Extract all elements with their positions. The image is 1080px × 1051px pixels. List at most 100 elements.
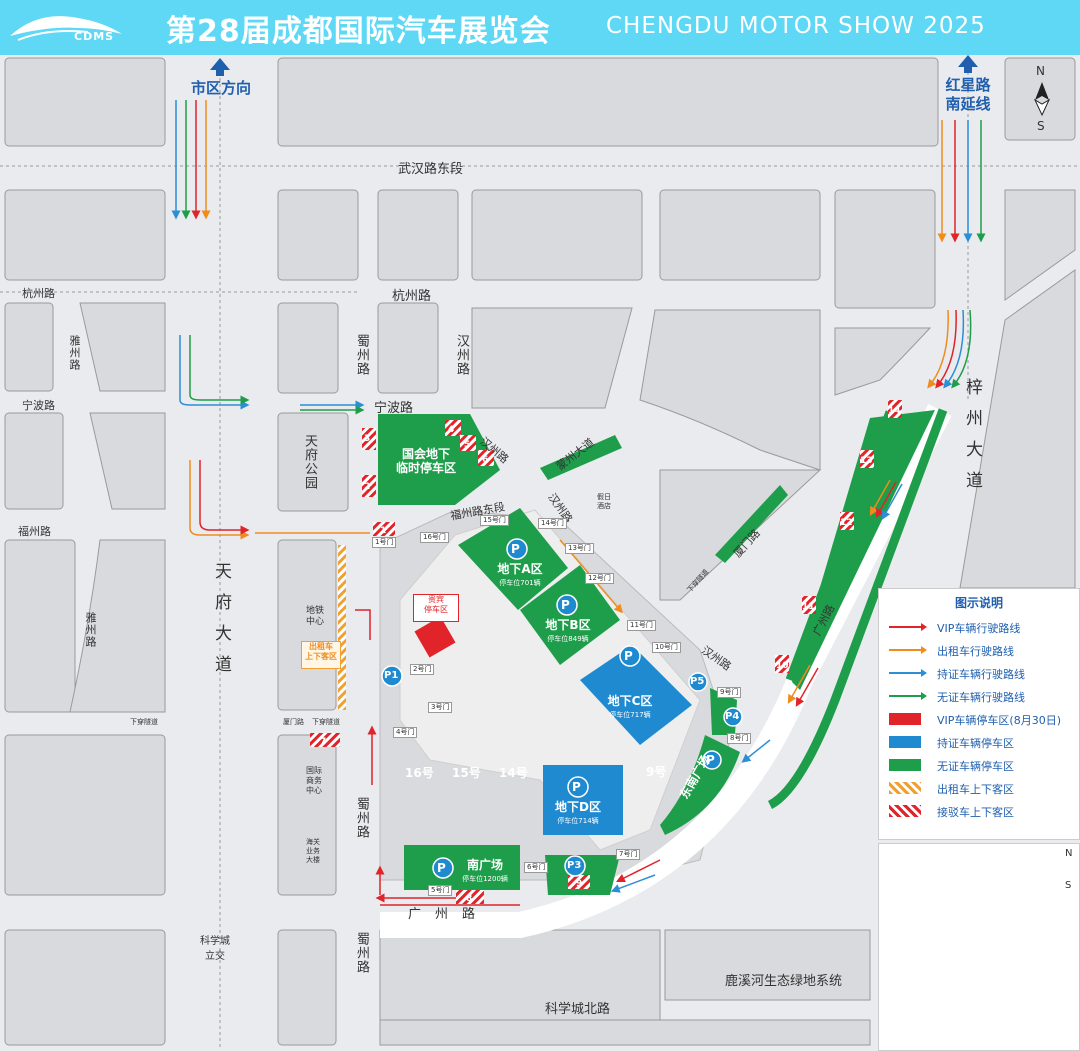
gate-2[interactable]: 2号门 — [410, 664, 435, 675]
gate-6[interactable]: 6号门 — [524, 862, 549, 873]
road-kexuecheng-north: 科学城北路 — [545, 1002, 611, 1017]
city-blocks — [4, 57, 1076, 1046]
p-a: P — [511, 542, 520, 556]
hall-14: 14号 — [499, 766, 528, 780]
tianfu-park-label: 天府公园 — [302, 434, 317, 490]
road-centerlines — [0, 60, 1080, 1049]
hongxing-direction-arrow — [958, 55, 978, 73]
minimap-compass-n: N — [1065, 848, 1073, 859]
road-hangzhou-mid: 杭州路 — [392, 289, 432, 304]
legend-swatch — [889, 669, 927, 677]
p-d: P — [572, 780, 581, 794]
shuttle-7: 7 — [320, 737, 327, 747]
minimap-compass-s: S — [1065, 880, 1072, 891]
gate-16[interactable]: 16号门 — [420, 532, 449, 543]
header-banner: CDMS 第28届成都国际汽车展览会 CHENGDU MOTOR SHOW 20… — [0, 0, 1080, 55]
compass-n: N — [1036, 64, 1045, 78]
gate-3[interactable]: 3号门 — [428, 702, 453, 713]
road-hangzhou-left: 杭州路 — [22, 287, 55, 300]
gate-4[interactable]: 4号门 — [393, 727, 418, 738]
parking-zone-d: 地下D区停车位714辆 — [548, 800, 608, 828]
shuttle-1: 1 — [380, 526, 387, 536]
legend-label: VIP车辆停车区(8月30日) — [937, 714, 1061, 727]
cdms-logo — [10, 16, 122, 41]
p-c: P — [624, 649, 633, 663]
location-minimap: N S — [878, 843, 1080, 1051]
gate-11[interactable]: 11号门 — [627, 620, 656, 631]
road-guangzhou-bottom: 广州路 — [408, 907, 490, 922]
legend-label: 出租车上下客区 — [937, 783, 1014, 796]
parking-b-cap: 停车位849辆 — [547, 635, 589, 643]
hall-15: 15号 — [452, 766, 481, 780]
gate-10[interactable]: 10号门 — [652, 642, 681, 653]
legend-label: VIP车辆行驶路线 — [937, 622, 1021, 635]
underpass-left: 下穿隧道 — [130, 718, 158, 726]
p5-label: P5 — [690, 676, 705, 687]
shuttle-3: 3 — [364, 434, 371, 444]
legend-swatch — [889, 646, 927, 654]
p3-label: P3 — [567, 860, 582, 871]
gate-8[interactable]: 8号门 — [727, 733, 752, 744]
hotel-label: 假日 酒店 — [597, 493, 611, 510]
p-south: P — [437, 861, 446, 875]
gate-1[interactable]: 1号门 — [372, 537, 397, 548]
parking-a-cap: 停车位701辆 — [499, 579, 541, 587]
shuttle-5: 5 — [464, 440, 471, 450]
logo-text: CDMS — [74, 30, 115, 43]
gate-9[interactable]: 9号门 — [717, 687, 742, 698]
p-b: P — [561, 598, 570, 612]
shuttle-11: 11 — [802, 602, 815, 612]
road-ningbo-mid: 宁波路 — [374, 401, 414, 416]
parking-d-cap: 停车位714辆 — [557, 817, 599, 825]
shuttle-9: 9 — [576, 879, 583, 889]
temp-parking-label: 国会地下 临时停车区 — [395, 447, 456, 475]
shuttle-8: 8 — [466, 894, 473, 904]
legend-swatch — [889, 805, 921, 817]
city-direction-arrow — [210, 58, 230, 76]
city-direction-label: 市区方向 — [190, 79, 251, 97]
gate-14[interactable]: 14号门 — [538, 518, 567, 529]
page-title: 第28届成都国际汽车展览会 — [166, 14, 551, 49]
parking-c-name: 地下C区 — [607, 694, 653, 708]
compass-arrow — [1033, 82, 1051, 117]
gate-5[interactable]: 5号门 — [428, 885, 453, 896]
parking-b-name: 地下B区 — [545, 618, 591, 632]
p1-label: P1 — [384, 670, 399, 681]
legend-swatch — [889, 623, 927, 631]
gate-7[interactable]: 7号门 — [616, 849, 641, 860]
venue-map[interactable] — [0, 55, 1080, 1049]
parking-icons — [381, 538, 743, 879]
hongxing-direction-label: 红星路 南延线 — [945, 76, 991, 113]
shuttle-13: 13 — [860, 456, 873, 466]
legend-label: 持证车辆行驶路线 — [937, 668, 1025, 681]
road-yaan-upper: 雅州路 — [68, 335, 81, 371]
shuttle-10: 10 — [776, 661, 789, 671]
legend-swatch — [889, 713, 921, 725]
gate-15[interactable]: 15号门 — [480, 515, 509, 526]
underpass-mid: 下穿隧道 — [312, 718, 340, 726]
road-shuzhou-lower: 蜀州路 — [354, 932, 369, 974]
gate-12[interactable]: 12号门 — [585, 573, 614, 584]
page-title-en: CHENGDU MOTOR SHOW 2025 — [606, 13, 986, 39]
shuttle-stripes — [310, 400, 902, 904]
blue-zones — [543, 645, 692, 835]
parking-south-cap: 停车位1200辆 — [462, 875, 508, 883]
parking-zone-a: 地下A区停车位701辆 — [490, 562, 550, 590]
road-fuzhou-left: 福州路 — [18, 525, 51, 538]
road-shuzhou-mid: 蜀州路 — [354, 797, 369, 839]
legend-swatch — [889, 759, 921, 771]
legend-swatch — [889, 782, 921, 794]
route-arrows-right — [559, 120, 986, 893]
green-zones — [378, 408, 948, 895]
shuttle-2: 2 — [364, 482, 371, 492]
legend-label: 持证车辆停车区 — [937, 737, 1014, 750]
compass-s: S — [1037, 119, 1045, 133]
legend-swatch — [889, 736, 921, 748]
parking-south-name: 南广场 — [466, 858, 503, 872]
shuttle-12: 12 — [840, 518, 853, 528]
gate-13[interactable]: 13号门 — [565, 543, 594, 554]
shuttle-6: 6 — [482, 455, 489, 465]
parking-d-name: 地下D区 — [555, 800, 601, 814]
road-ningbo-left: 宁波路 — [22, 399, 55, 412]
